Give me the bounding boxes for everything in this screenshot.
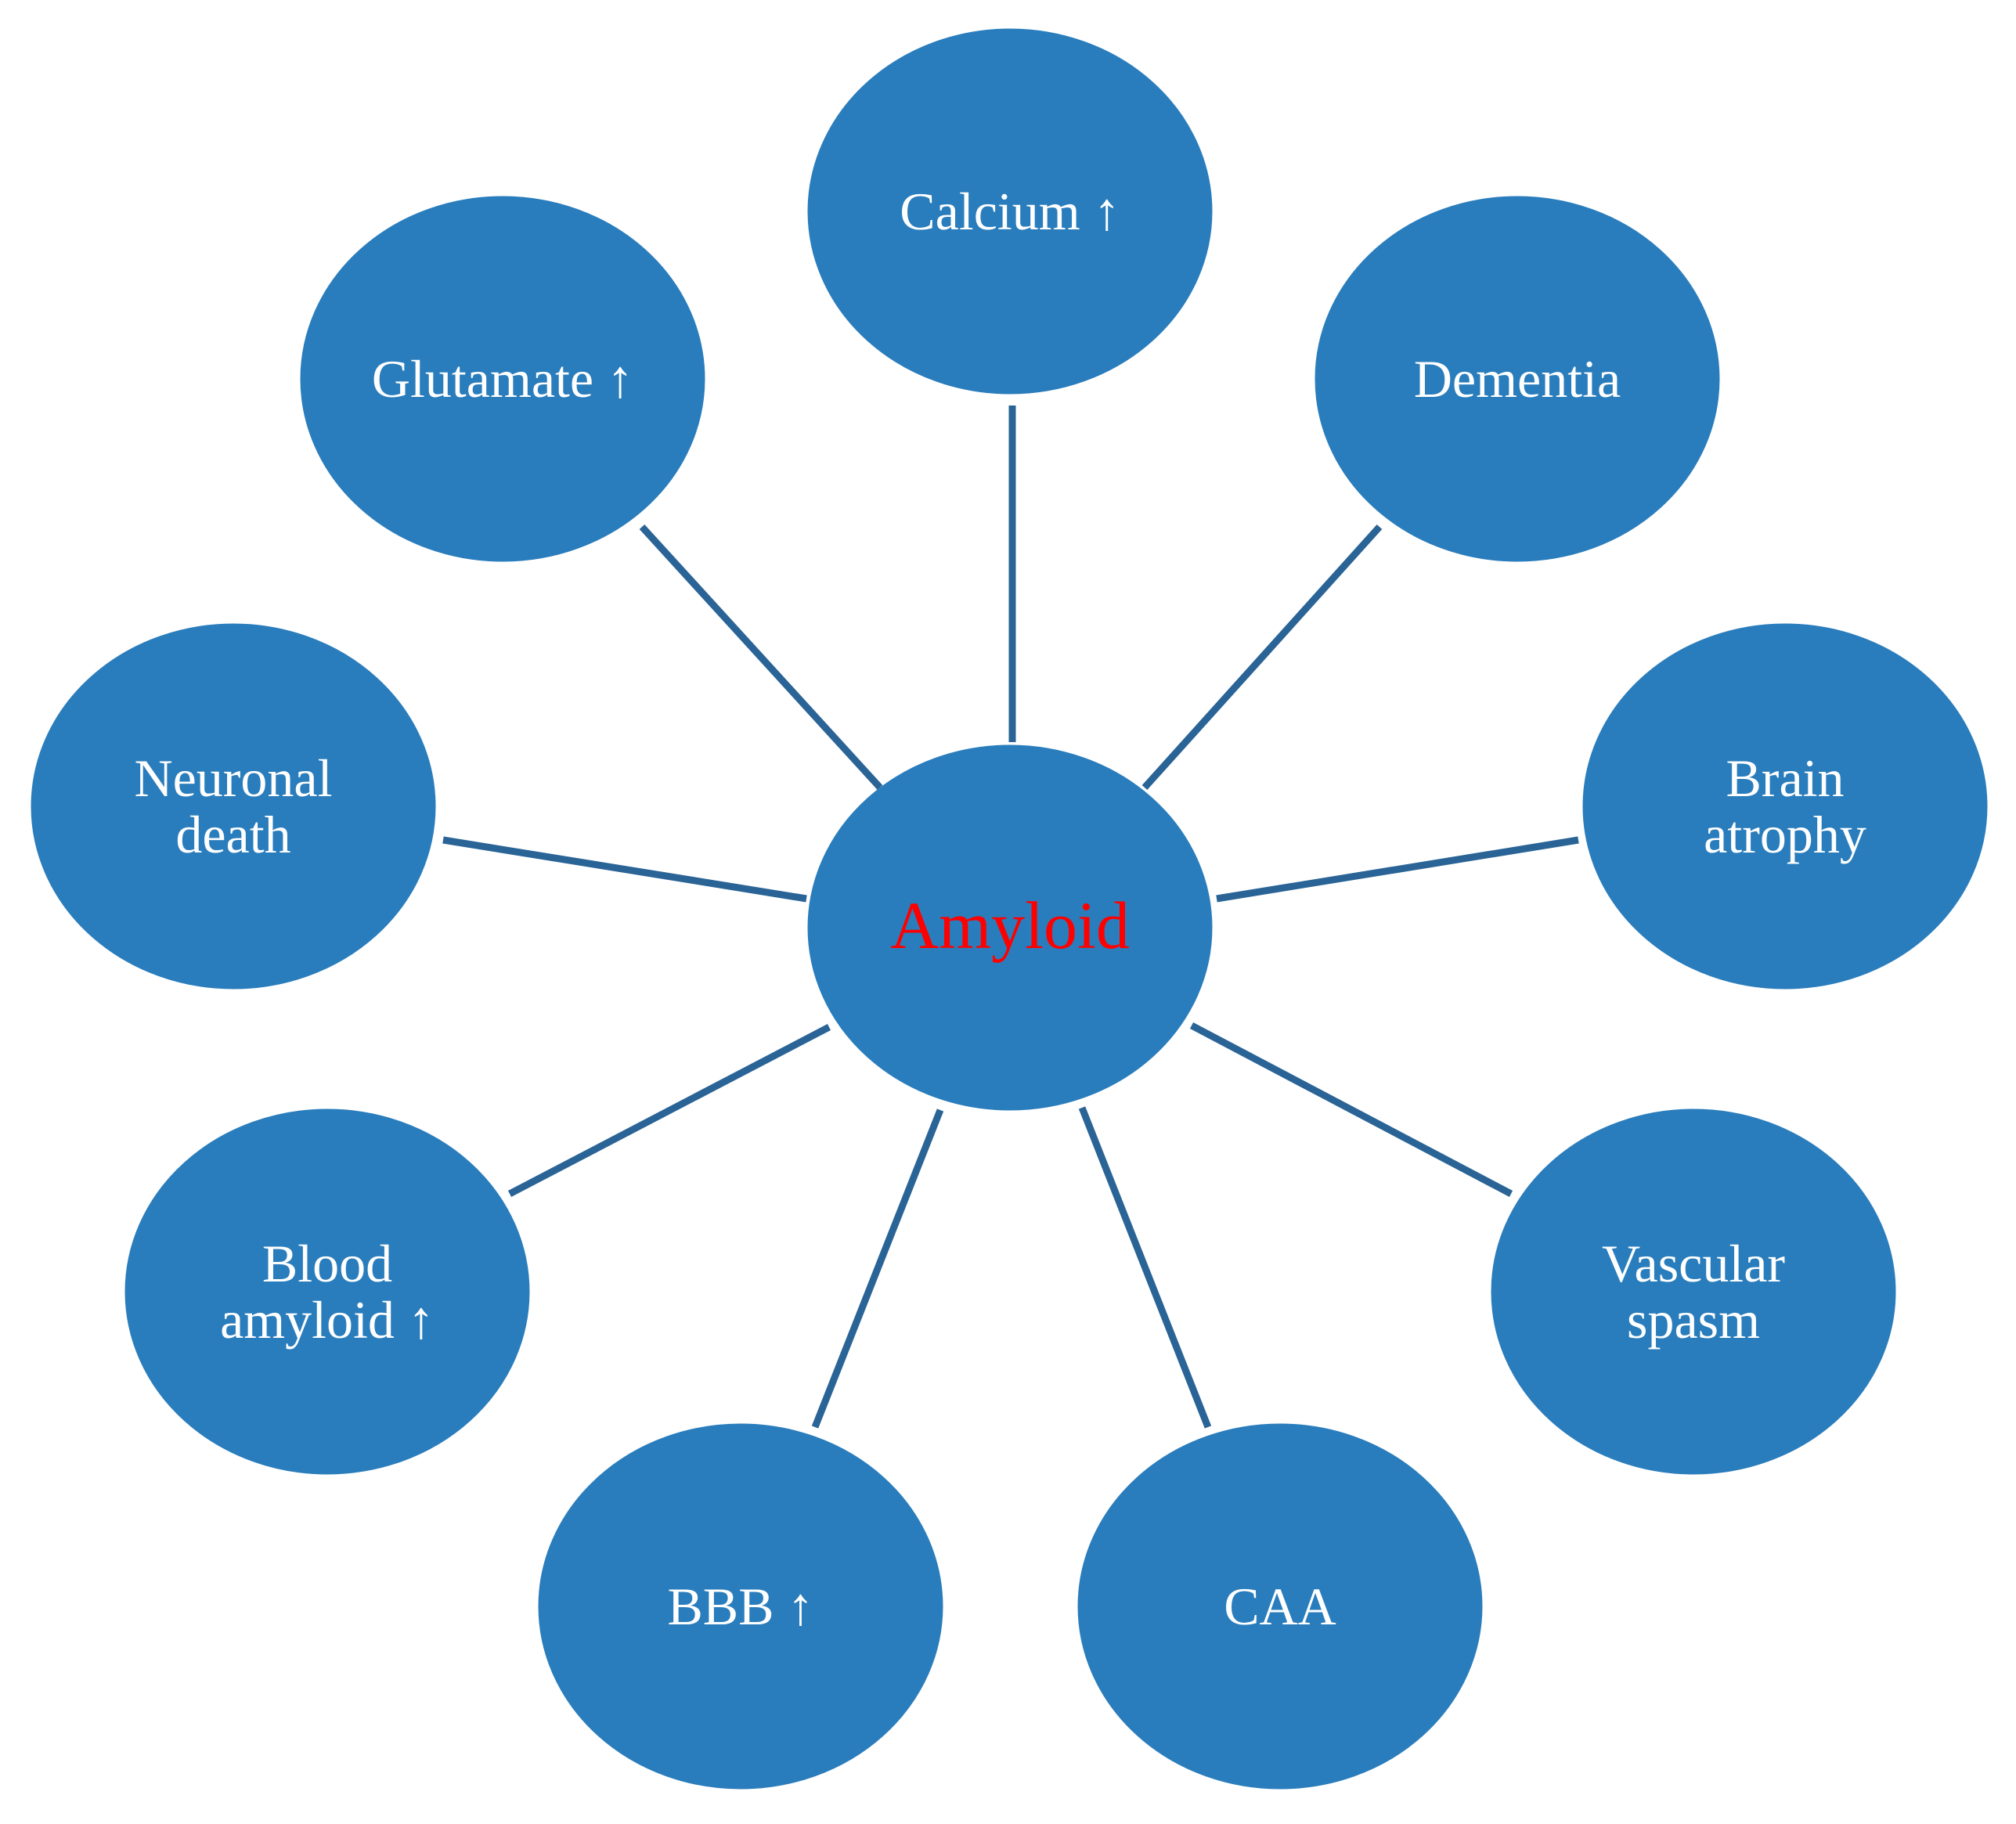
node-caa: CAA bbox=[1077, 1423, 1483, 1790]
node-ellipse-calcium bbox=[807, 28, 1213, 395]
node-label-neuronal-death-line-1: Neuronal bbox=[134, 748, 332, 808]
node-label-bbb: BBB ↑ bbox=[667, 1577, 813, 1636]
node-label-vascular-spasm-line-1: Vascular bbox=[1602, 1234, 1785, 1293]
node-label-brain-atrophy-line-1: Brain bbox=[1726, 748, 1844, 808]
connectors bbox=[442, 406, 1579, 1429]
node-ellipse-brain-atrophy bbox=[1582, 623, 1988, 990]
connector-glutamate bbox=[639, 524, 883, 791]
center-ellipse bbox=[807, 744, 1213, 1111]
node-label-vascular-spasm-line-2: spasm bbox=[1627, 1290, 1760, 1350]
node-ellipse-vascular-spasm bbox=[1491, 1108, 1896, 1475]
center-node: Amyloid bbox=[807, 744, 1213, 1111]
node-dementia: Dementia bbox=[1315, 196, 1720, 562]
connector-bbb bbox=[811, 1108, 944, 1429]
node-ellipse-glutamate bbox=[300, 196, 705, 562]
center-label: Amyloid bbox=[890, 888, 1130, 963]
node-label-dementia: Dementia bbox=[1414, 349, 1621, 409]
node-glutamate: Glutamate ↑ bbox=[300, 196, 705, 562]
connector-caa bbox=[1078, 1106, 1212, 1429]
node-label-brain-atrophy-line-2: atrophy bbox=[1704, 805, 1866, 864]
outer-nodes: Calcium ↑ DementiaBrainatrophyVascularspa… bbox=[31, 28, 1988, 1790]
node-ellipse-neuronal-death bbox=[31, 623, 436, 990]
node-ellipse-bbb bbox=[538, 1423, 943, 1790]
node-ellipse-blood-amyloid bbox=[124, 1108, 530, 1475]
node-label-neuronal-death-line-2: death bbox=[175, 805, 290, 864]
node-label-caa: CAA bbox=[1224, 1577, 1336, 1636]
node-ellipse-caa bbox=[1077, 1423, 1483, 1790]
connector-blood-amyloid bbox=[507, 1024, 831, 1197]
connector-dementia bbox=[1141, 524, 1383, 791]
node-label-glutamate: Glutamate ↑ bbox=[372, 349, 633, 409]
node-label-calcium: Calcium ↑ bbox=[900, 182, 1120, 241]
node-calcium: Calcium ↑ bbox=[807, 28, 1213, 395]
connector-brain-atrophy bbox=[1216, 836, 1579, 903]
connector-vascular-spasm bbox=[1189, 1022, 1513, 1197]
connector-neuronal-death bbox=[442, 836, 807, 903]
node-ellipse-dementia bbox=[1315, 196, 1720, 562]
node-bbb: BBB ↑ bbox=[538, 1423, 943, 1790]
node-label-blood-amyloid-line-1: Blood bbox=[262, 1234, 392, 1293]
node-label-blood-amyloid-line-2: amyloid ↑ bbox=[220, 1290, 435, 1350]
